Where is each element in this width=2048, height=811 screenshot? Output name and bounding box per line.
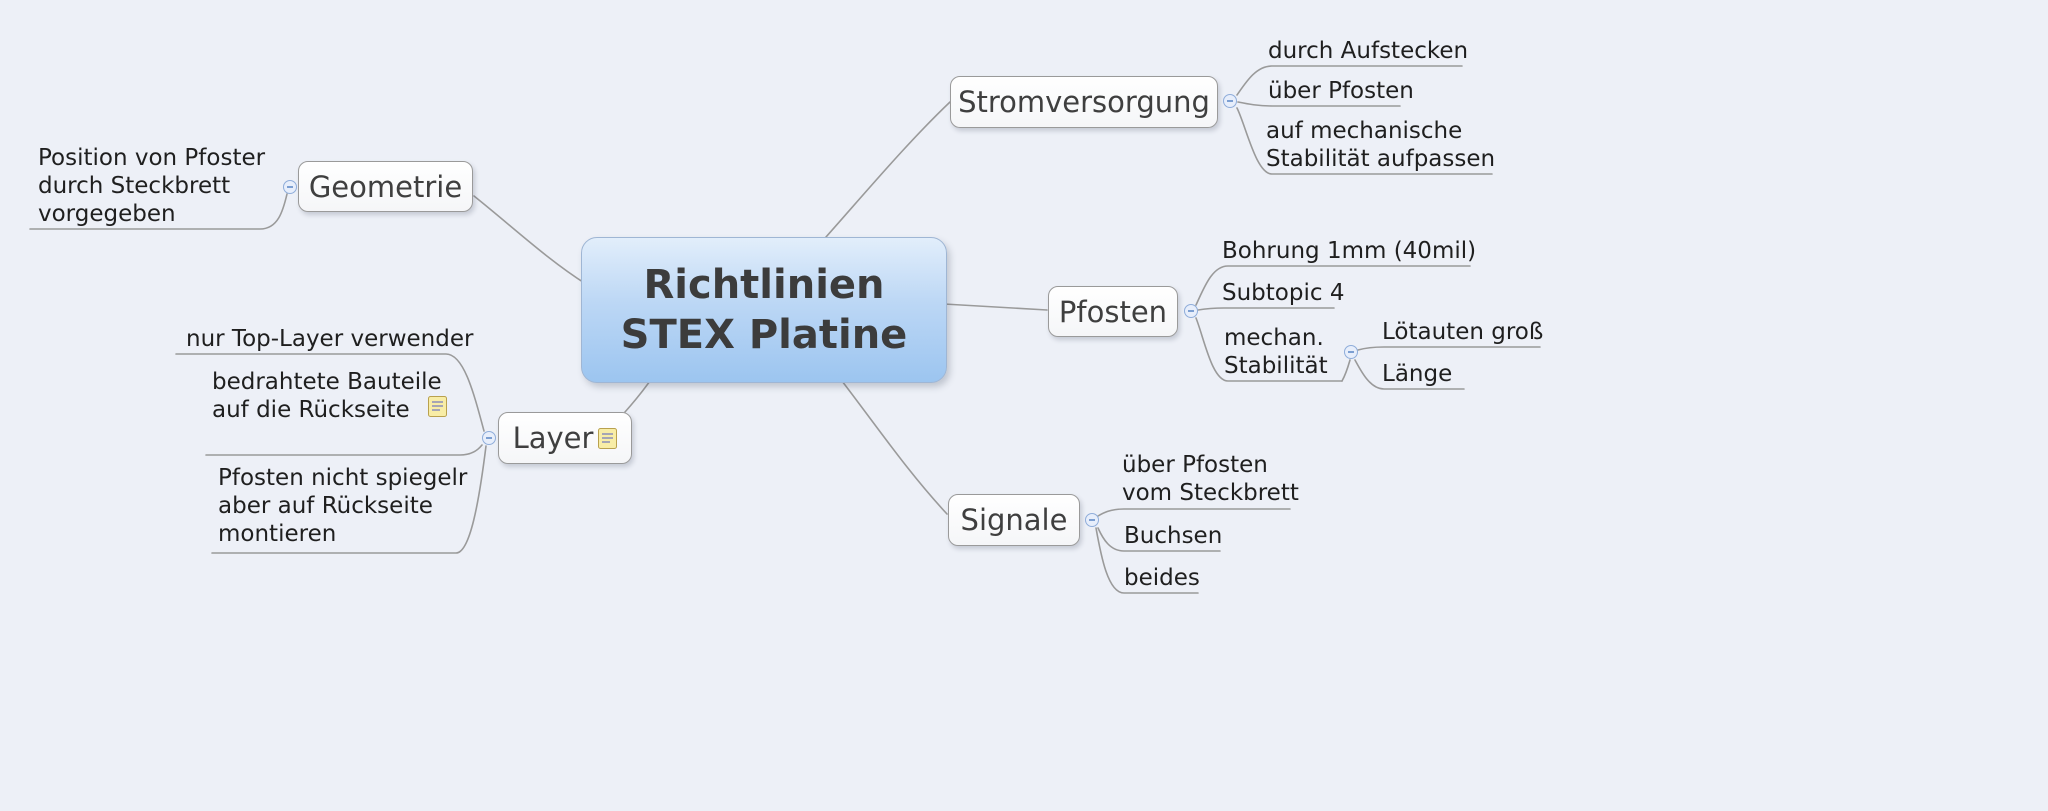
edge-root-signale — [841, 380, 948, 515]
topic-pfosten-label: Pfosten — [1058, 294, 1168, 329]
edge-root-pfosten — [943, 303, 1048, 311]
note-icon[interactable] — [598, 427, 618, 449]
child-loetauten-gross[interactable]: Lötauten groß — [1382, 319, 1544, 345]
edge-layer-bedrahtete — [205, 444, 483, 456]
child-position-von-pfoster[interactable]: Position von Pfoster durch Steckbrett vo… — [38, 145, 266, 227]
root-node-label: Richtlinien STEX Platine — [620, 262, 908, 358]
child-ueber-pfosten[interactable]: über Pfosten — [1268, 78, 1414, 104]
edge-root-stromversorgung — [825, 101, 951, 238]
root-node-richtlinien-stex-platine[interactable]: Richtlinien STEX Platine — [581, 237, 947, 383]
edge-root-layer — [624, 380, 651, 413]
topic-signale-label: Signale — [960, 503, 1068, 537]
child-pfosten-nicht-spiegeln[interactable]: Pfosten nicht spiegelr aber auf Rückseit… — [218, 465, 468, 547]
fold-handle-pfosten[interactable] — [1184, 304, 1198, 318]
topic-geometrie-label: Geometrie — [308, 169, 463, 204]
child-bedrahtete-bauteile[interactable]: bedrahtete Bauteile auf die Rückseite — [212, 369, 442, 423]
fold-handle-signale[interactable] — [1085, 513, 1099, 527]
child-laenge[interactable]: Länge — [1382, 361, 1453, 387]
fold-handle-geometrie[interactable] — [283, 180, 297, 194]
child-durch-aufstecken[interactable]: durch Aufstecken — [1268, 38, 1469, 64]
topic-geometrie[interactable]: Geometrie — [298, 161, 473, 212]
topic-pfosten[interactable]: Pfosten — [1048, 286, 1178, 337]
topic-stromversorgung[interactable]: Stromversorgung — [950, 76, 1218, 128]
child-buchsen[interactable]: Buchsen — [1124, 523, 1223, 549]
edge-signale-ueber-pfosten — [1097, 508, 1291, 517]
edge-mechan-fold — [1341, 359, 1351, 382]
topic-layer-label: Layer — [512, 421, 594, 455]
fold-handle-stromversorgung[interactable] — [1223, 94, 1237, 108]
fold-handle-mechan-stabilitaet[interactable] — [1344, 345, 1358, 359]
child-ueber-pfosten-vom-steckbrett[interactable]: über Pfosten vom Steckbrett — [1122, 452, 1299, 506]
edge-mechan-loetauten — [1357, 346, 1541, 351]
edge-pfosten-subtopic4 — [1197, 307, 1335, 311]
child-mechan-stabilitaet[interactable]: mechan. Stabilität — [1224, 325, 1328, 379]
edge-root-geometrie — [473, 195, 587, 285]
child-beides[interactable]: beides — [1124, 565, 1200, 591]
child-auf-mechanische-stabilitaet[interactable]: auf mechanische Stabilität aufpassen — [1266, 118, 1496, 172]
topic-layer[interactable]: Layer — [498, 412, 632, 464]
fold-handle-layer[interactable] — [482, 431, 496, 445]
note-icon[interactable] — [428, 396, 447, 417]
topic-stromversorgung-label: Stromversorgung — [958, 85, 1210, 119]
topic-signale[interactable]: Signale — [948, 494, 1080, 546]
child-bohrung-1mm[interactable]: Bohrung 1mm (40mil) — [1222, 238, 1477, 264]
child-nur-top-layer[interactable]: nur Top-Layer verwender — [186, 326, 474, 352]
child-subtopic-4[interactable]: Subtopic 4 — [1222, 280, 1345, 306]
